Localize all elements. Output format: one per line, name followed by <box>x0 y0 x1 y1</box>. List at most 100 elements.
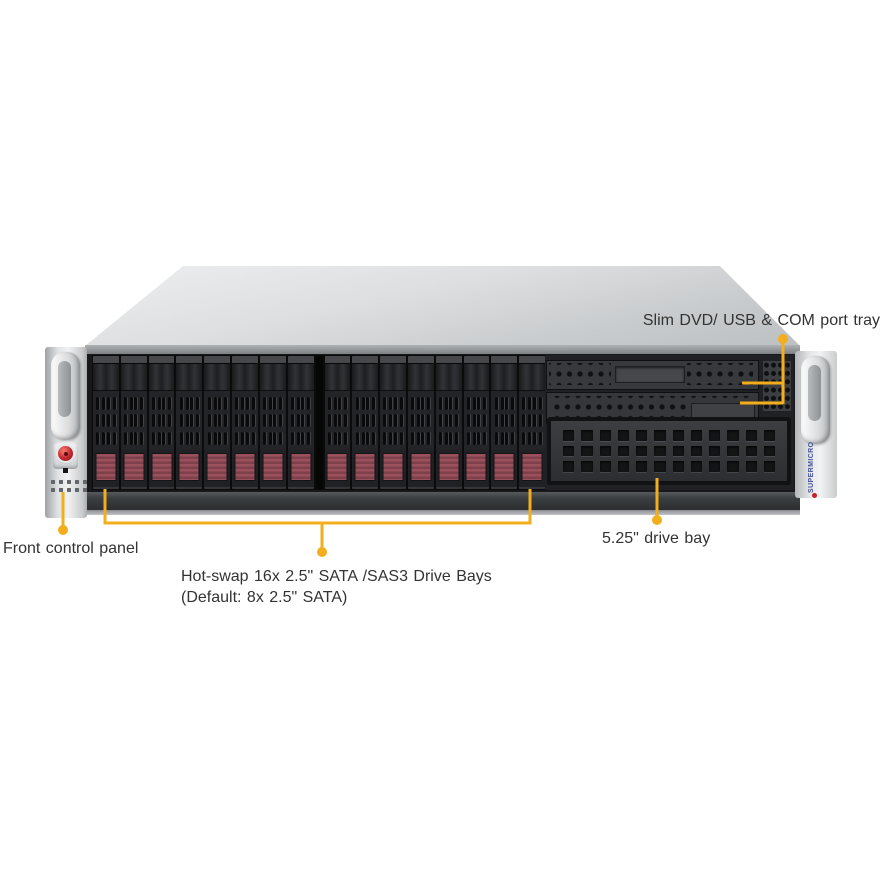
tray-face <box>463 364 490 391</box>
bay-vent <box>581 430 593 441</box>
drive-tray <box>287 356 314 489</box>
vent-slit <box>522 431 526 445</box>
vent-slit-pair <box>439 431 449 445</box>
vent-slit-pair <box>383 414 393 427</box>
power-button <box>58 446 73 461</box>
vent-slit <box>393 431 397 445</box>
tray-face <box>519 364 545 391</box>
tray-face <box>324 364 351 391</box>
vent-slit <box>134 396 138 410</box>
vent-slit-pair <box>162 431 172 445</box>
vent-slit <box>365 414 369 427</box>
vent-slit <box>130 431 134 445</box>
vent-slit <box>301 431 305 445</box>
vent-slit <box>279 414 283 427</box>
vent-slit <box>411 414 415 427</box>
vent-slit <box>96 431 100 445</box>
vent-slit <box>389 431 393 445</box>
tray-vents <box>176 391 202 450</box>
tray-vent-row <box>521 414 543 427</box>
vent-slit <box>185 396 189 410</box>
vent-slit-pair <box>355 396 365 410</box>
vent-slit <box>494 431 498 445</box>
vent-slit <box>269 414 273 427</box>
chassis-lid-front-edge <box>85 345 800 354</box>
tray-vent-row <box>438 414 460 427</box>
bay-vent <box>617 461 629 472</box>
vent-slit <box>389 414 393 427</box>
vent-slit-pair <box>263 414 273 427</box>
panel-led <box>83 480 87 484</box>
tray-release-button <box>493 453 515 481</box>
tray-vent-row <box>410 396 432 410</box>
vent-slit <box>179 396 183 410</box>
vent-slit <box>371 414 375 427</box>
vent-slit <box>241 431 245 445</box>
vent-slit-pair <box>477 431 487 445</box>
vent-slit <box>528 414 532 427</box>
tray-top-rail <box>407 356 434 364</box>
vent-slit <box>449 414 453 427</box>
vent-slit-pair <box>124 414 134 427</box>
reset-button <box>63 468 68 473</box>
vent-slit <box>269 431 273 445</box>
vent-slit <box>532 396 536 410</box>
tray-latch <box>259 450 286 487</box>
tray-vent-row <box>354 431 376 445</box>
drive-tray <box>324 356 351 489</box>
tray-face <box>148 364 175 391</box>
vent-slit-pair <box>522 414 532 427</box>
vent-slit-pair <box>290 414 300 427</box>
vent-slit <box>483 431 487 445</box>
vent-slit-pair <box>134 431 144 445</box>
vent-slit-pair <box>96 431 106 445</box>
tray-vent-row <box>178 396 200 410</box>
tray-latch <box>407 450 434 487</box>
vent-slit <box>344 431 348 445</box>
vent-slit-pair <box>365 396 375 410</box>
vent-slit-pair <box>273 431 283 445</box>
vent-slit-pair <box>290 396 300 410</box>
vent-slit <box>439 396 443 410</box>
vent-slit <box>417 414 421 427</box>
vent-slit-pair <box>338 396 348 410</box>
tray-release-button <box>521 453 543 481</box>
vent-slit <box>251 414 255 427</box>
tray-top-rail <box>232 356 258 364</box>
vent-slit <box>510 431 514 445</box>
vent-slit <box>494 414 498 427</box>
tray-vents <box>464 391 490 450</box>
vent-slit <box>241 414 245 427</box>
vent-slit <box>333 396 337 410</box>
vent-slit <box>365 431 369 445</box>
tray-top-rail <box>435 356 462 364</box>
tray-vents <box>519 391 545 450</box>
vent-slit <box>245 396 249 410</box>
vent-slit <box>296 396 300 410</box>
tray-top-rail <box>491 356 518 364</box>
vent-slit <box>504 414 508 427</box>
vent-slit <box>245 414 249 427</box>
tray-vent-row <box>466 396 488 410</box>
tray-latch <box>324 450 351 487</box>
drive-tray <box>435 356 462 489</box>
vent-slit <box>483 396 487 410</box>
vent-slit-pair <box>263 396 273 410</box>
vent-slit <box>251 431 255 445</box>
vent-slit-pair <box>179 414 189 427</box>
vent-slit <box>393 396 397 410</box>
vent-slit <box>106 414 110 427</box>
tray-release-button <box>123 453 145 481</box>
vent-slit <box>263 396 267 410</box>
bay-vent <box>672 445 684 457</box>
tray-latch <box>380 450 406 487</box>
vent-slit <box>102 396 106 410</box>
peripheral-panel <box>545 355 794 490</box>
chassis-base-strip <box>85 510 800 515</box>
vent-slit <box>179 414 183 427</box>
tray-latch <box>93 450 119 487</box>
panel-led <box>51 488 55 492</box>
tray-top-rail <box>352 356 379 364</box>
vent-slit-pair <box>162 396 172 410</box>
tray-release-button <box>234 453 256 481</box>
